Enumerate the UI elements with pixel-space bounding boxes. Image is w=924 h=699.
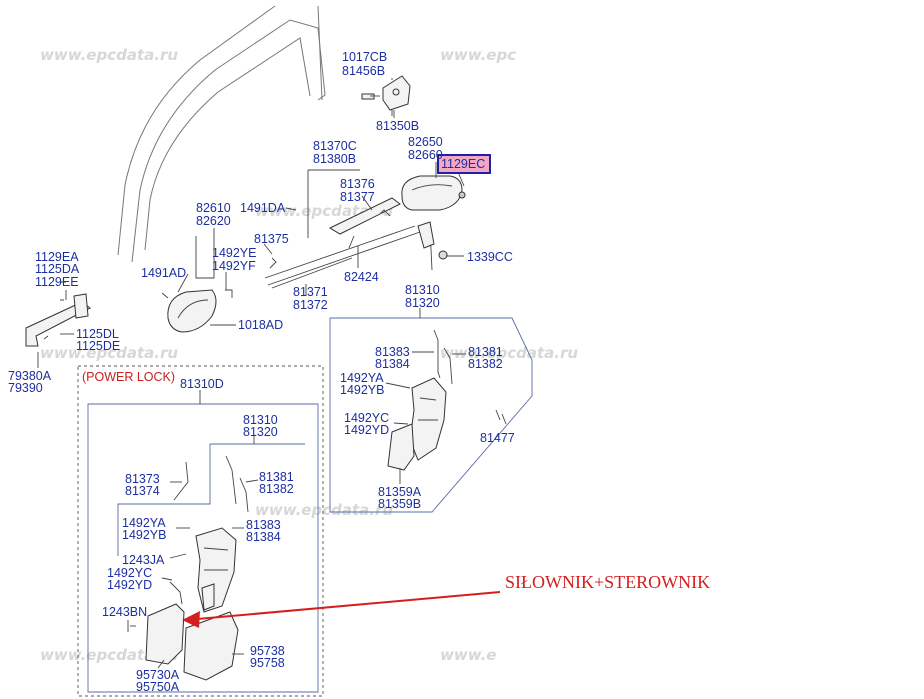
power-lock-latch-part [173,455,249,613]
part-label: 81373 [125,472,160,486]
part-label: 81381 [259,470,294,484]
annotation-text: SIŁOWNIK+STEROWNIK [505,572,710,592]
part-label: 1018AD [238,318,283,332]
part-label: 1492YC [107,566,152,580]
watermark: www.epcdata.ru [255,501,393,519]
part-label: 1492YB [122,528,166,542]
part-label: 1492YA [122,516,166,530]
part-label: 82650 [408,135,443,149]
part-label: 1125DA [35,262,80,276]
part-label: 81382 [468,357,503,371]
part-label: 95730A [136,668,180,682]
part-label: 1492YB [340,383,384,397]
part-label: 81359A [378,485,422,499]
watermark: www.epc [440,46,516,64]
part-label: 81310D [180,377,224,391]
part-label: 79380A [8,369,52,383]
part-label: 81374 [125,484,160,498]
power-lock-frame [77,365,324,697]
inside-handle-part [161,289,233,333]
highlight-box [437,154,491,174]
part-label: 1125DE [76,339,120,353]
part-label: 1243BN [102,605,147,619]
part-label: 81477 [480,431,515,445]
door-outline [117,5,326,263]
part-label: 1129EE [35,275,79,289]
part-label: 1339CC [467,250,513,264]
part-label: 81384 [246,530,281,544]
part-label: 81320 [243,425,278,439]
part-label: 79390 [8,381,43,395]
part-label: 82620 [196,214,231,228]
part-label: 1492YD [107,578,152,592]
part-label: 81310 [405,283,440,297]
part-label: 95758 [250,656,285,670]
part-label: 81382 [259,482,294,496]
part-label: 1492YD [344,423,389,437]
part-label: 1492YF [212,259,256,273]
part-label: 81371 [293,285,328,299]
part-label: 81380B [313,152,356,166]
striker-bracket-part [361,75,411,116]
power-lock-sub-panel [117,443,305,556]
annotation-arrow [182,591,501,628]
rod-assembly-part [264,197,448,289]
part-label: 81381 [468,345,503,359]
part-label: 81310 [243,413,278,427]
part-label: 81375 [254,232,289,246]
part-label: 95738 [250,644,285,658]
rod-81375 [269,257,277,269]
part-label: 81456B [342,64,385,78]
part-label: 1492YC [344,411,389,425]
part-label: 81370C [313,139,357,153]
part-label: 81376 [340,177,375,191]
watermark: www.epcdata.ru [40,646,178,664]
part-label: 1125DL [76,327,119,341]
watermark: www.epcdata.ru [40,46,178,64]
power-lock-title: (POWER LOCK) [82,370,175,384]
part-label: 82424 [344,270,379,284]
door-checker-part [25,281,91,347]
part-label: 81359B [378,497,421,511]
part-label: 81383 [375,345,410,359]
power-lock-panel [87,403,319,693]
part-label: 1492YA [340,371,384,385]
part-label-highlighted: 1129EC [441,157,485,171]
part-label: 1491DA [240,201,286,215]
part-label: 1491AD [141,266,186,280]
watermark: www.epcdata.ru [440,344,578,362]
door-latch-panel [329,317,533,513]
door-latch-part [387,329,501,471]
part-label: 81377 [340,190,375,204]
watermark: www.e [440,646,496,664]
part-label: 82660 [408,148,443,162]
part-label: 81320 [405,296,440,310]
part-label: 82610 [196,201,231,215]
leader-lines [37,95,507,669]
outside-handle-part [401,175,466,211]
part-label: 1017CB [342,50,387,64]
part-label: 81372 [293,298,328,312]
part-label: 81384 [375,357,410,371]
part-label: 81350B [376,119,419,133]
part-label: 81383 [246,518,281,532]
part-label: 1243JA [122,553,165,567]
part-label: 1129EA [35,250,79,264]
part-label: 95750A [136,680,180,694]
part-label: 1492YE [212,246,256,260]
actuator-controller-part [130,581,239,681]
watermark: www.epcdata.ru [40,344,178,362]
